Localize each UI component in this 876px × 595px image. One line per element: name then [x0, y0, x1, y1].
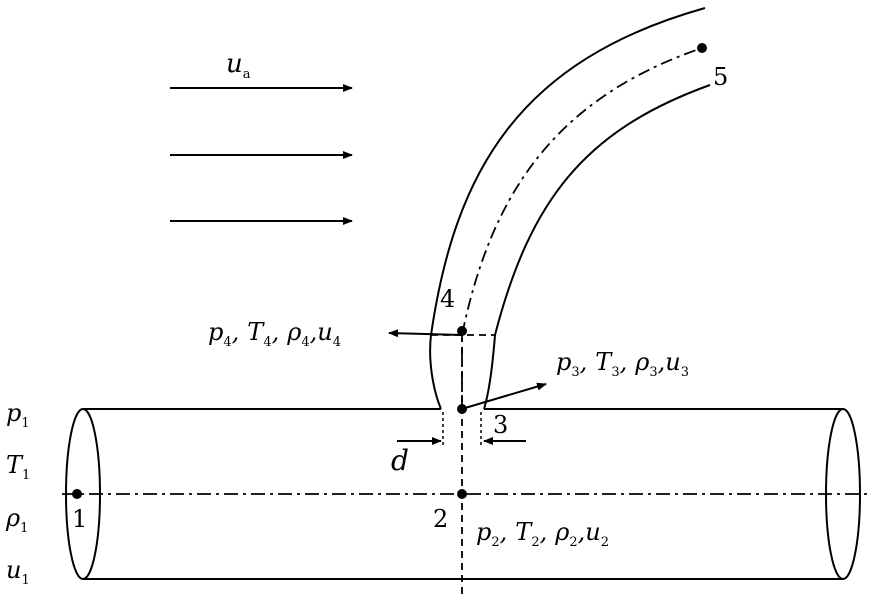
jet-right-boundary: [483, 84, 711, 410]
state2-label: p2,T2,ρ2,u2: [476, 518, 609, 550]
point-5-marker: [697, 43, 707, 53]
state3-label: p3,T3,ρ3,u3: [556, 348, 689, 380]
hole-diameter-label: d: [391, 444, 409, 477]
leak-jet: [429, 7, 711, 595]
state4-label: p4,T4,ρ4,u4: [208, 318, 341, 350]
point-1-marker: [72, 489, 82, 499]
point-2-marker: [457, 489, 467, 499]
left-pressure-label: p1: [6, 399, 30, 431]
state3-arrow: [464, 382, 547, 409]
point-4-marker: [457, 326, 467, 336]
point-2-label: 2: [433, 505, 448, 533]
left-temperature-label: T1: [6, 451, 30, 483]
jet-left-boundary: [429, 7, 706, 410]
left-velocity-label: u1: [6, 556, 30, 588]
left-density-label: ρ1: [5, 504, 28, 536]
points: [72, 43, 707, 499]
point-3-marker: [457, 404, 467, 414]
point-4-label: 4: [440, 285, 455, 313]
point-1-label: 1: [72, 505, 87, 533]
jet-centerline: [461, 47, 703, 409]
wind-velocity-label: ua: [226, 49, 251, 82]
point-3-label: 3: [493, 411, 508, 439]
point-5-label: 5: [713, 63, 728, 91]
state4-arrow: [388, 329, 463, 338]
wind-arrows: [170, 84, 353, 225]
